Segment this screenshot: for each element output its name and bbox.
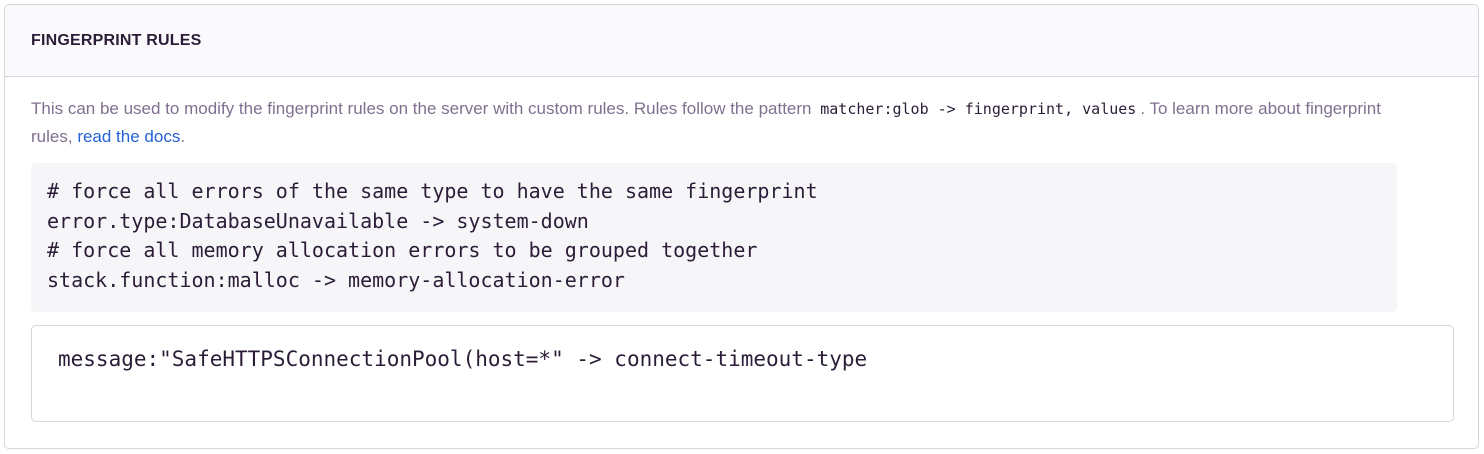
- read-the-docs-link[interactable]: read the docs: [77, 127, 181, 146]
- panel-header: FINGERPRINT RULES: [5, 5, 1478, 77]
- help-text-intro: This can be used to modify the fingerpri…: [31, 99, 812, 118]
- example-line-comment-1: # force all errors of the same type to h…: [47, 179, 818, 203]
- help-text: This can be used to modify the fingerpri…: [31, 95, 1391, 150]
- help-text-end: .: [180, 127, 186, 146]
- panel-body: This can be used to modify the fingerpri…: [5, 77, 1478, 422]
- help-text-middle: . To learn more about fingerprint rules,: [31, 99, 1381, 146]
- panel-title: FINGERPRINT RULES: [31, 31, 202, 49]
- example-line-rule-2: stack.function:malloc -> memory-allocati…: [47, 267, 625, 292]
- example-line-rule-1: error.type:DatabaseUnavailable -> system…: [47, 208, 589, 233]
- fingerprint-rules-textarea[interactable]: message:"SafeHTTPSConnectionPool(host=*"…: [31, 325, 1454, 422]
- example-rules-block: # force all errors of the same type to h…: [31, 163, 1397, 312]
- pattern-code: matcher:glob -> fingerprint, values: [820, 100, 1137, 118]
- fingerprint-rules-panel: FINGERPRINT RULES This can be used to mo…: [4, 4, 1479, 449]
- example-line-comment-2: # force all memory allocation errors to …: [47, 238, 758, 262]
